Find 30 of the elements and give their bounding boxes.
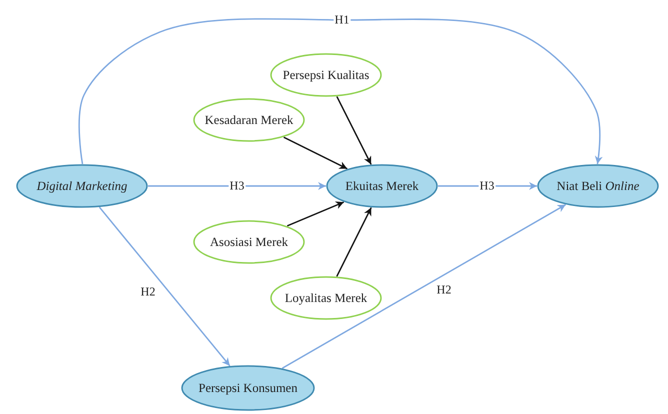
node-label: Loyalitas Merek xyxy=(284,290,368,306)
node-label: Persepsi Konsumen xyxy=(198,380,298,396)
edge-label: H2 xyxy=(140,286,156,298)
ellipse-node xyxy=(181,365,315,411)
arrow xyxy=(78,18,603,164)
node-label: Persepsi Kualitas xyxy=(282,68,370,82)
arrow xyxy=(336,207,372,277)
node-label: Kesadaran Merek xyxy=(204,112,294,128)
ellipse-node xyxy=(326,164,438,208)
node-label: Digital Marketing xyxy=(36,178,128,194)
ellipse-node xyxy=(193,98,305,142)
arrow xyxy=(148,182,326,190)
node-label: Ekuitas Merek xyxy=(345,178,419,194)
edge-label: H3 xyxy=(478,180,496,192)
edge-label: H1 xyxy=(334,14,350,26)
ellipse-node xyxy=(270,276,382,320)
arrow xyxy=(438,182,537,190)
edge-label: H2 xyxy=(436,284,452,296)
ellipse-node xyxy=(16,164,148,208)
arrow xyxy=(336,96,372,165)
ellipse-node xyxy=(537,164,659,208)
node-label: Asosiasi Merek xyxy=(210,234,288,250)
arrow xyxy=(98,206,230,366)
node-label: Niat Beli Online xyxy=(556,178,640,194)
arrow xyxy=(286,201,344,227)
arrow xyxy=(283,136,348,170)
edge-label: H3 xyxy=(228,180,246,192)
arrow xyxy=(282,204,566,369)
ellipse-node xyxy=(270,53,382,97)
ellipse-node xyxy=(193,220,305,264)
